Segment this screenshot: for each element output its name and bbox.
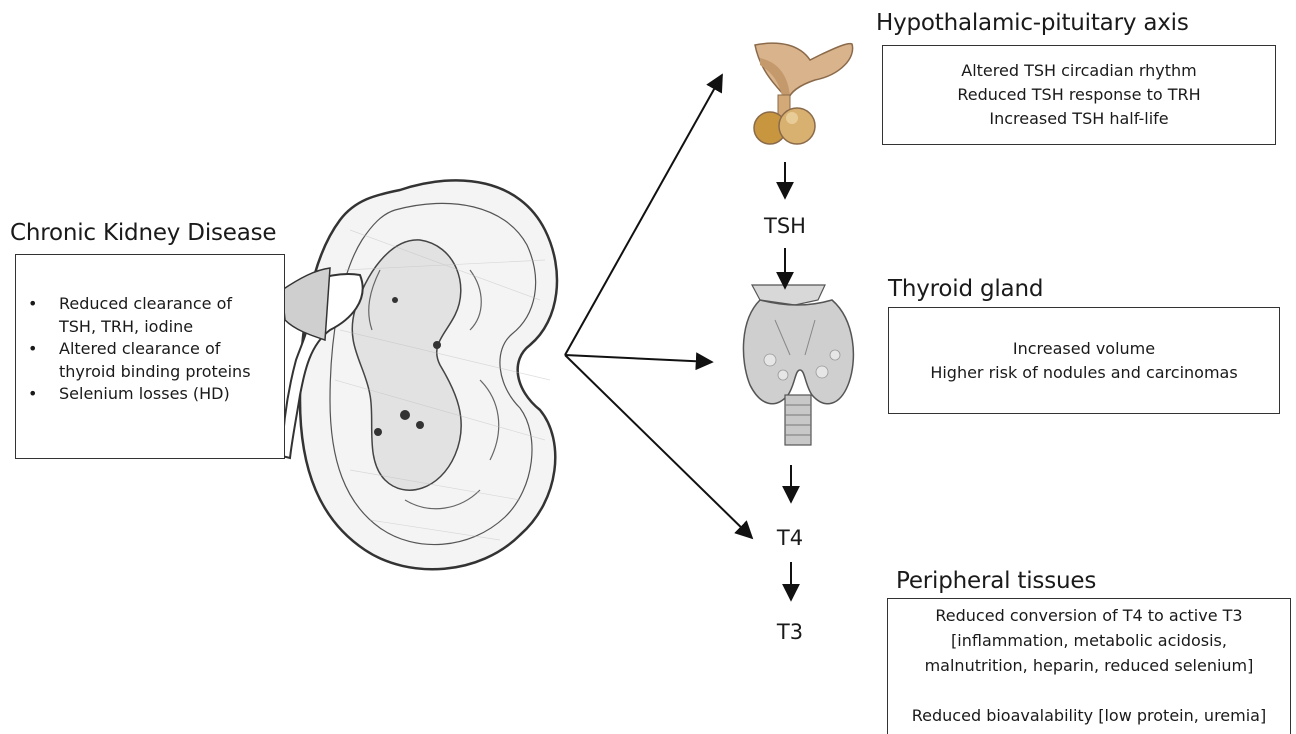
pituitary-illustration	[754, 43, 853, 144]
ckd-list: Reduced clearance of TSH, TRH, iodine Al…	[16, 293, 284, 406]
kidney-illustration	[270, 180, 557, 569]
arrow-ckd-to-t4	[565, 355, 752, 538]
thyroid-title: Thyroid gland	[888, 276, 1043, 302]
thyroid-line: Higher risk of nodules and carcinomas	[930, 361, 1237, 385]
hpa-title: Hypothalamic-pituitary axis	[876, 10, 1189, 36]
peripheral-line: [inflammation, metabolic acidosis,	[951, 628, 1227, 653]
hpa-line: Reduced TSH response to TRH	[957, 83, 1200, 107]
ckd-item: Reduced clearance of TSH, TRH, iodine	[16, 293, 284, 338]
t3-label: T3	[750, 620, 830, 644]
thyroid-box: Increased volume Higher risk of nodules …	[888, 307, 1280, 414]
t4-label: T4	[750, 526, 830, 550]
ckd-item: Selenium losses (HD)	[16, 383, 284, 406]
arrow-ckd-to-thyroid	[565, 355, 712, 362]
ckd-item: Altered clearance of thyroid binding pro…	[16, 338, 284, 383]
peripheral-title: Peripheral tissues	[896, 568, 1096, 594]
hpa-line: Increased TSH half-life	[989, 107, 1168, 131]
peripheral-line: Reduced bioavalability [low protein, ure…	[912, 703, 1266, 728]
hpa-box: Altered TSH circadian rhythm Reduced TSH…	[882, 45, 1276, 145]
tsh-label: TSH	[745, 214, 825, 238]
peripheral-line: Reduced conversion of T4 to active T3	[935, 603, 1242, 628]
ckd-title: Chronic Kidney Disease	[10, 220, 276, 246]
peripheral-box: Reduced conversion of T4 to active T3 [i…	[887, 598, 1291, 734]
ckd-box: Reduced clearance of TSH, TRH, iodine Al…	[15, 254, 285, 459]
thyroid-line: Increased volume	[1013, 337, 1155, 361]
arrow-ckd-to-hpa	[565, 75, 722, 355]
hpa-line: Altered TSH circadian rhythm	[961, 59, 1196, 83]
thyroid-illustration	[743, 285, 853, 445]
peripheral-lines: Reduced conversion of T4 to active T3 [i…	[888, 603, 1290, 728]
peripheral-line: malnutrition, heparin, reduced selenium]	[925, 653, 1254, 678]
